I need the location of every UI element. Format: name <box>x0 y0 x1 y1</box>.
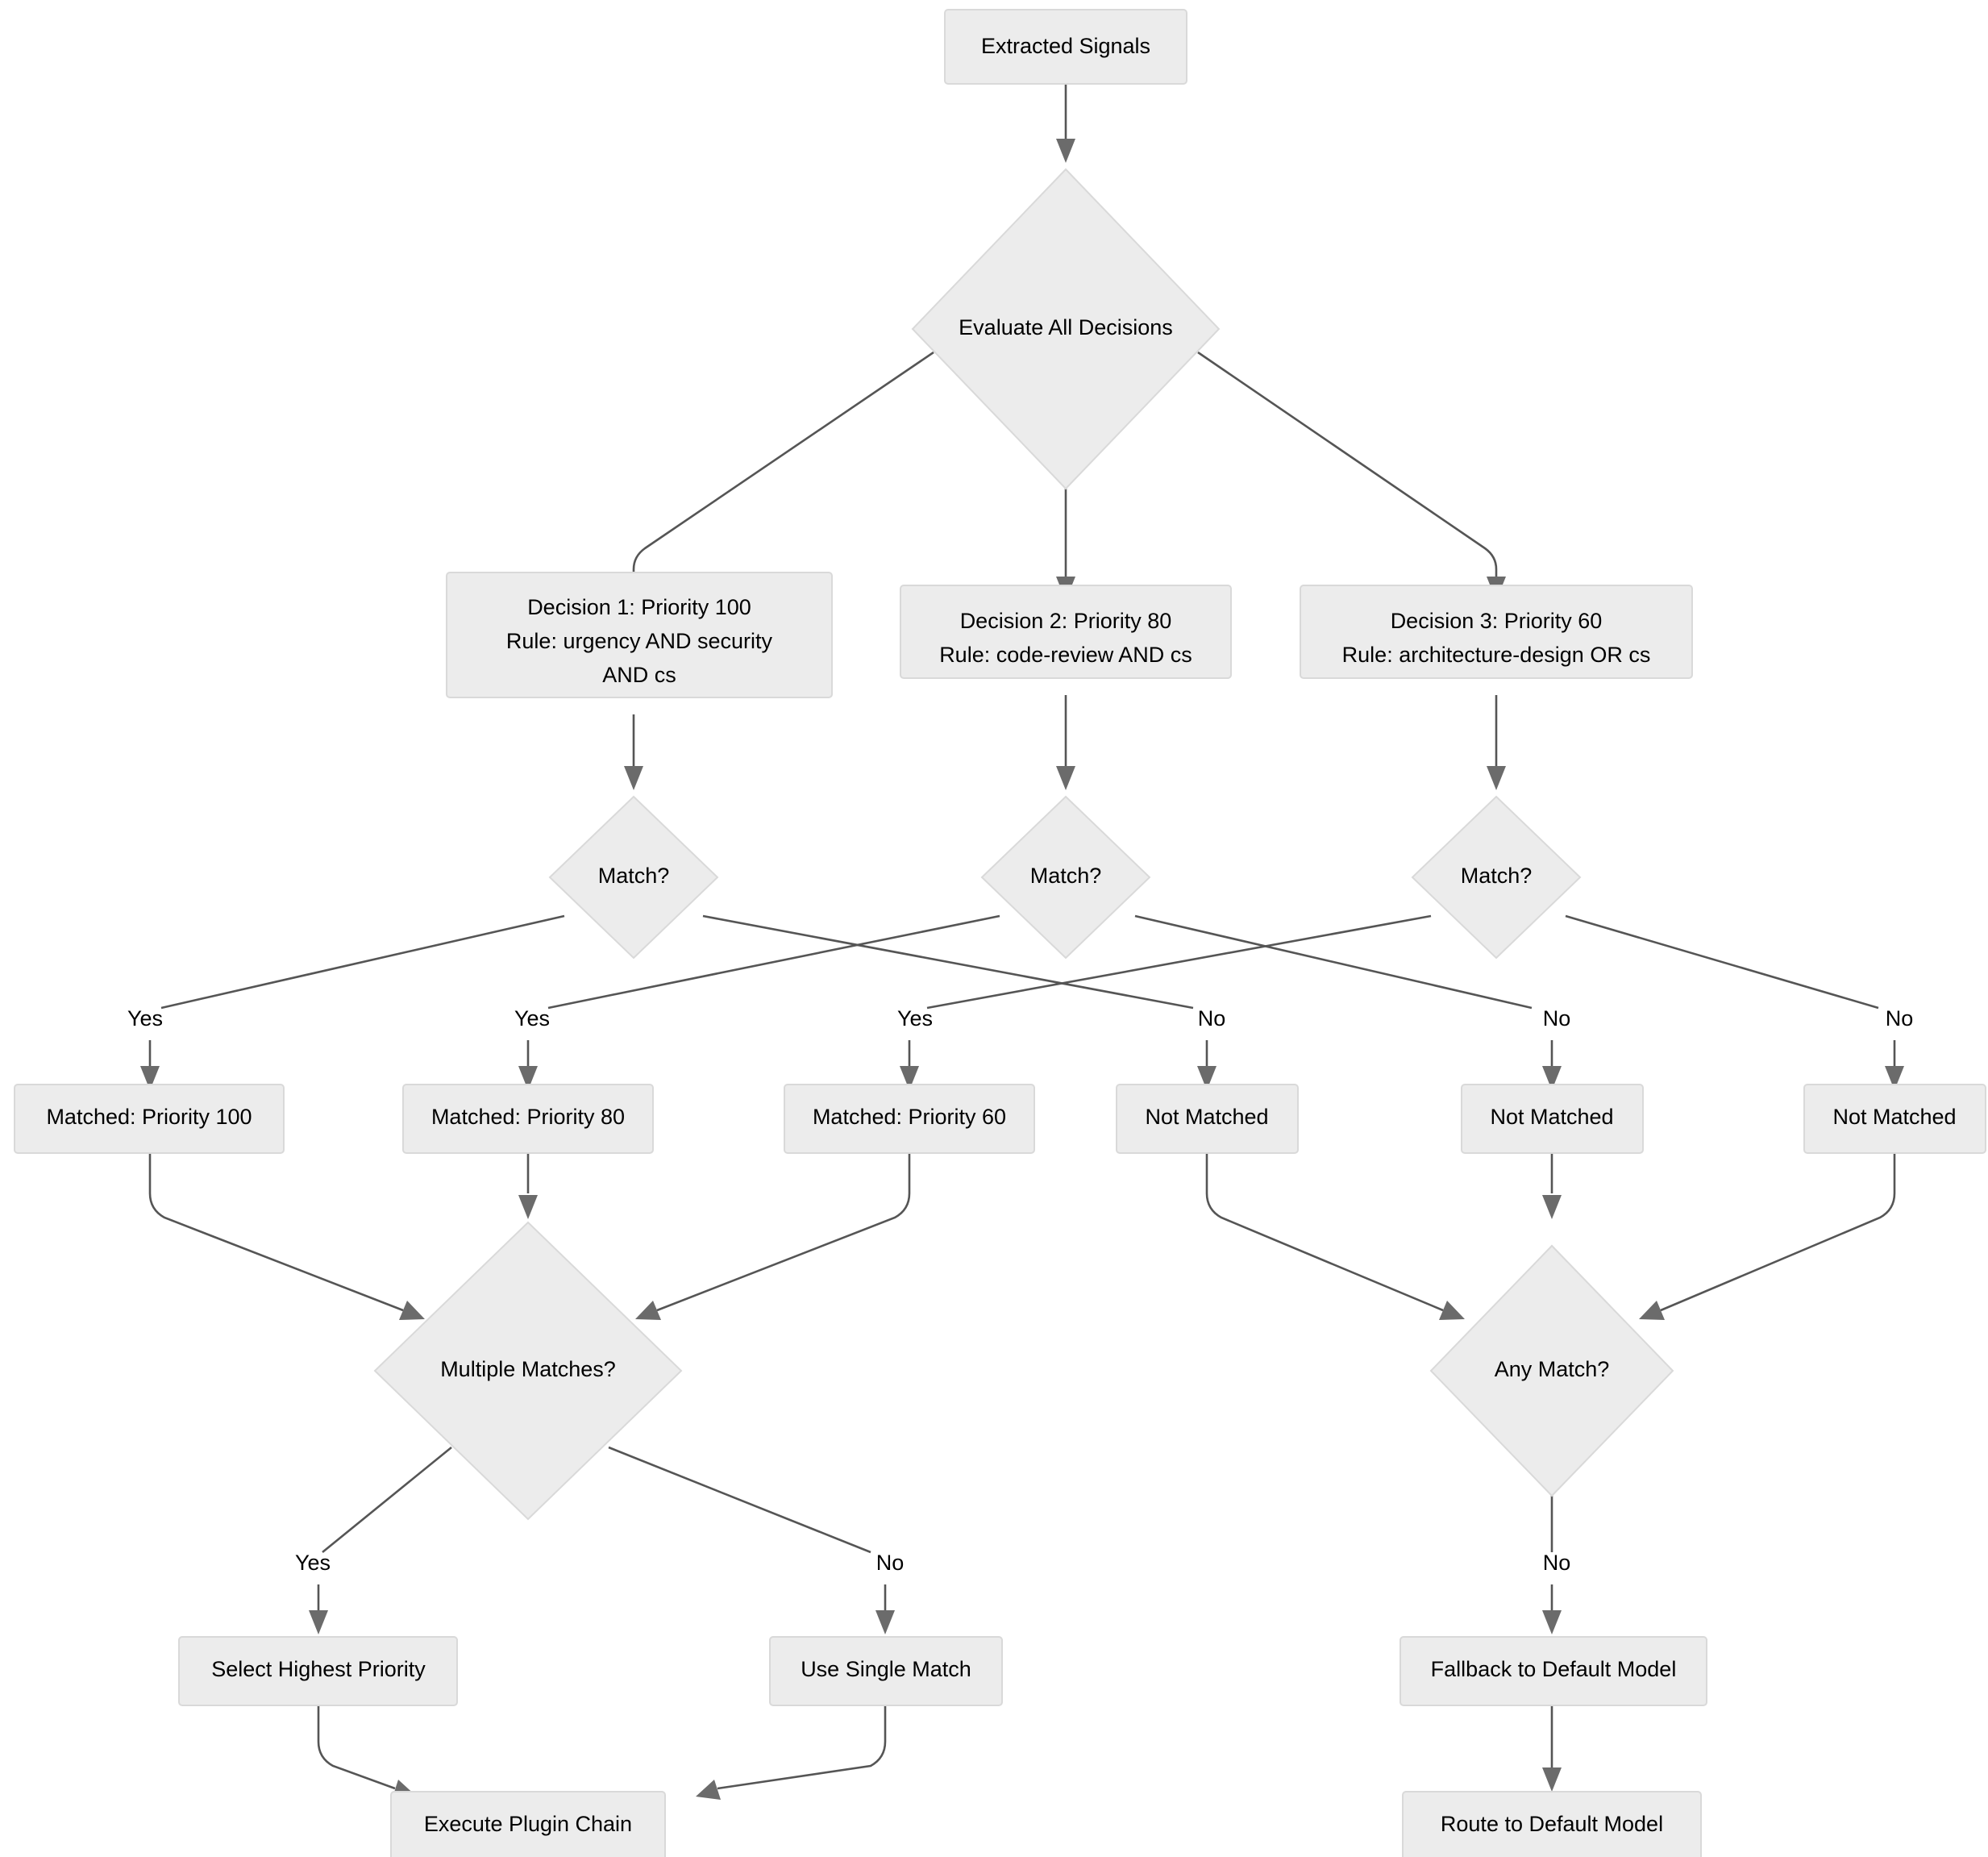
node-decision-2[interactable]: Decision 2: Priority 80 Rule: code-revie… <box>900 585 1232 679</box>
node-any-match[interactable]: Any Match? <box>1429 1244 1674 1497</box>
edge-selecthighest-to-execute <box>317 1701 417 1800</box>
edge-multiple-no <box>608 1446 895 1634</box>
node-label-decision3-line1: Decision 3: Priority 60 <box>1391 609 1603 633</box>
node-label-match1: Match? <box>598 864 670 888</box>
node-matched-priority-100[interactable]: Matched: Priority 100 <box>14 1084 285 1154</box>
edge-match3-no <box>1565 914 1904 1090</box>
node-label-notmatched3: Not Matched <box>1832 1105 1956 1129</box>
node-match-2[interactable]: Match? <box>980 795 1151 960</box>
node-match-1[interactable]: Match? <box>548 795 719 960</box>
edge-fallback-to-route <box>1542 1701 1562 1792</box>
node-label-matched60: Matched: Priority 60 <box>813 1105 1006 1129</box>
node-label-extracted-signals: Extracted Signals <box>981 34 1150 58</box>
edge-matched100-to-multiple <box>148 1151 425 1320</box>
edge-label-multiple-no: No <box>876 1551 905 1575</box>
edge-matched60-to-multiple <box>635 1151 911 1320</box>
edge-decision3-to-match3 <box>1487 695 1506 790</box>
node-label-decision1-line2: Rule: urgency AND security <box>506 629 773 653</box>
node-use-single-match[interactable]: Use Single Match <box>769 1636 1003 1706</box>
node-label-notmatched2: Not Matched <box>1490 1105 1613 1129</box>
edge-signals-to-evaluate <box>1056 84 1075 163</box>
node-multiple-matches[interactable]: Multiple Matches? <box>373 1221 683 1521</box>
node-matched-priority-80[interactable]: Matched: Priority 80 <box>402 1084 654 1154</box>
node-matched-priority-60[interactable]: Matched: Priority 60 <box>784 1084 1035 1154</box>
edge-decision1-to-match1 <box>624 714 643 790</box>
node-label-decision2-line2: Rule: code-review AND cs <box>939 643 1192 667</box>
node-label-decision1-line1: Decision 1: Priority 100 <box>527 595 751 619</box>
edge-label-no-3: No <box>1886 1006 1914 1031</box>
edge-matched80-to-multiple <box>518 1151 538 1219</box>
edge-notmatched3-to-anymatch <box>1639 1151 1896 1320</box>
node-not-matched-1[interactable]: Not Matched <box>1116 1084 1299 1154</box>
node-label-match2: Match? <box>1030 864 1102 888</box>
node-label-matched100: Matched: Priority 100 <box>46 1105 252 1129</box>
node-label-decision2-line1: Decision 2: Priority 80 <box>960 609 1172 633</box>
node-fallback-default-model[interactable]: Fallback to Default Model <box>1400 1636 1707 1706</box>
node-label-multiple-matches: Multiple Matches? <box>440 1357 616 1381</box>
edge-notmatched2-to-anymatch <box>1542 1151 1562 1219</box>
node-label-fallback-default: Fallback to Default Model <box>1431 1657 1677 1681</box>
node-label-use-single: Use Single Match <box>801 1657 971 1681</box>
edge-label-no-1: No <box>1198 1006 1226 1031</box>
edge-match2-no <box>1134 914 1562 1090</box>
node-not-matched-3[interactable]: Not Matched <box>1803 1084 1986 1154</box>
edge-multiple-yes <box>309 1446 452 1634</box>
edge-decision2-to-match2 <box>1056 695 1075 790</box>
node-extracted-signals[interactable]: Extracted Signals <box>944 9 1187 85</box>
node-label-decision3-line2: Rule: architecture-design OR cs <box>1342 643 1651 667</box>
node-label-notmatched1: Not Matched <box>1145 1105 1268 1129</box>
node-label-route-default: Route to Default Model <box>1441 1812 1663 1836</box>
node-label-decision1-line3: AND cs <box>602 663 676 687</box>
edge-label-multiple-yes: Yes <box>295 1551 331 1575</box>
edge-label-yes-3: Yes <box>897 1006 933 1031</box>
edge-usesingle-to-execute <box>696 1701 887 1800</box>
node-route-default-model[interactable]: Route to Default Model <box>1402 1791 1702 1857</box>
node-decision-1[interactable]: Decision 1: Priority 100 Rule: urgency A… <box>446 572 833 698</box>
node-not-matched-2[interactable]: Not Matched <box>1461 1084 1644 1154</box>
node-label-evaluate-all: Evaluate All Decisions <box>959 315 1173 339</box>
edge-match1-no <box>702 914 1217 1090</box>
edge-match3-yes <box>900 914 1432 1090</box>
node-label-any-match: Any Match? <box>1495 1357 1610 1381</box>
edge-label-anymatch-no: No <box>1543 1551 1571 1575</box>
node-match-3[interactable]: Match? <box>1411 795 1582 960</box>
node-label-execute-plugin: Execute Plugin Chain <box>424 1812 632 1836</box>
edge-label-no-2: No <box>1543 1006 1571 1031</box>
edge-label-yes-1: Yes <box>127 1006 163 1031</box>
edge-match1-yes <box>140 914 565 1090</box>
node-select-highest-priority[interactable]: Select Highest Priority <box>178 1636 458 1706</box>
node-execute-plugin-chain[interactable]: Execute Plugin Chain <box>390 1791 666 1857</box>
edge-evaluate-to-decision3 <box>1197 351 1506 601</box>
node-label-matched80: Matched: Priority 80 <box>431 1105 625 1129</box>
node-label-match3: Match? <box>1461 864 1533 888</box>
edge-match2-yes <box>518 914 1000 1090</box>
node-evaluate-all-decisions[interactable]: Evaluate All Decisions <box>911 168 1221 490</box>
edge-label-yes-2: Yes <box>514 1006 550 1031</box>
edge-notmatched1-to-anymatch <box>1205 1151 1465 1320</box>
edge-evaluate-to-decision1 <box>624 351 934 601</box>
node-label-select-highest: Select Highest Priority <box>211 1657 426 1681</box>
node-decision-3[interactable]: Decision 3: Priority 60 Rule: architectu… <box>1300 585 1693 679</box>
